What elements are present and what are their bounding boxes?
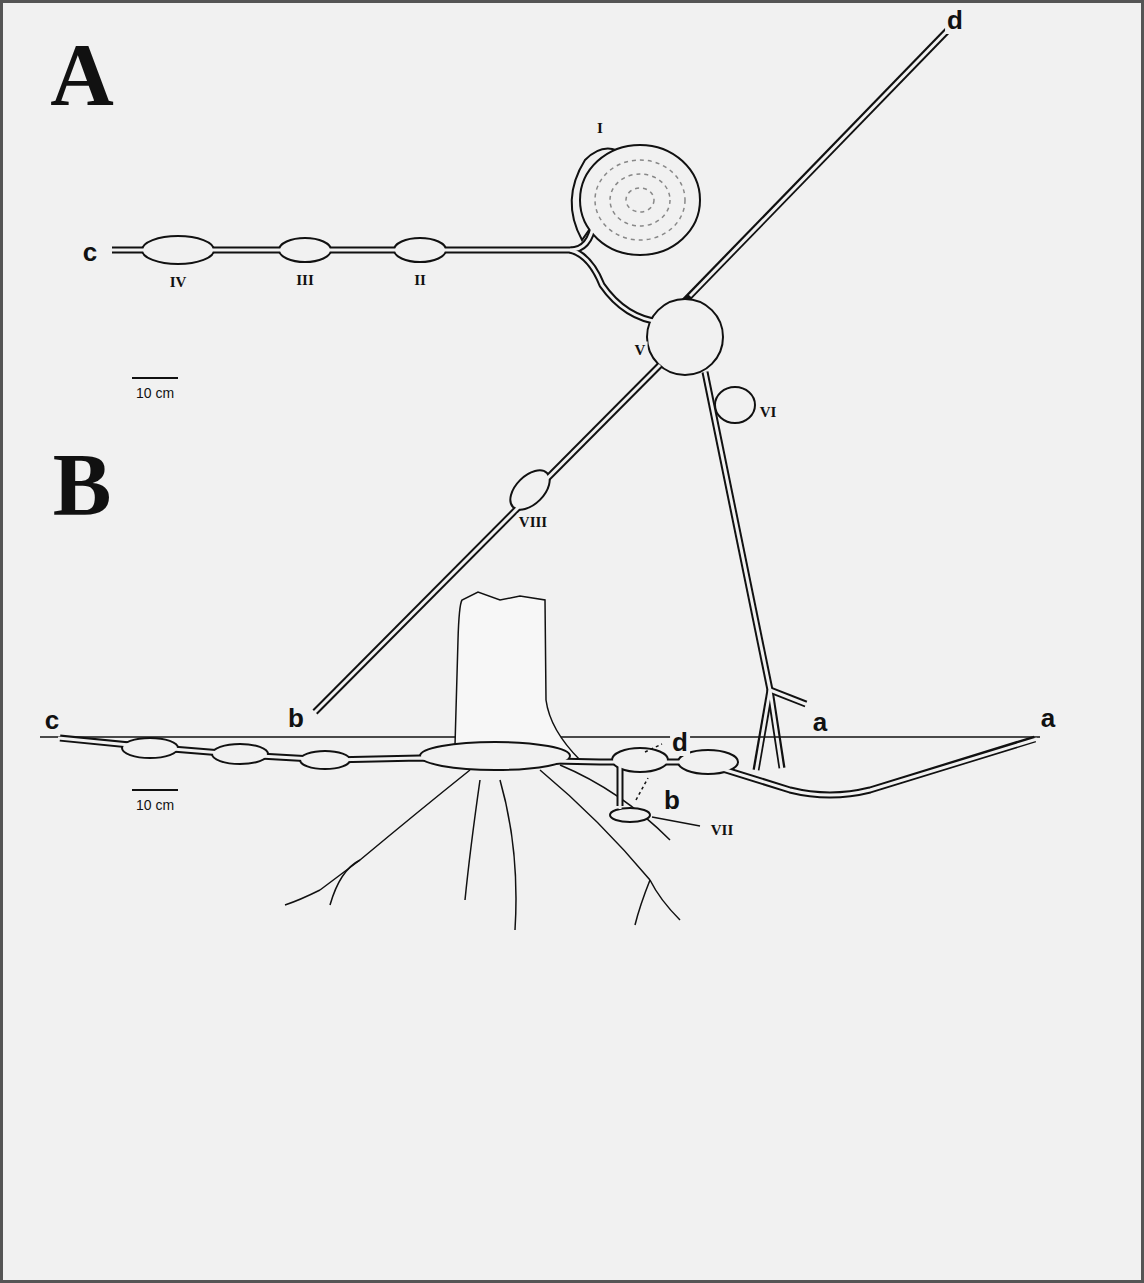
chamber-number: VII	[709, 822, 736, 839]
scale-label: 10 cm	[134, 797, 176, 813]
leader-line	[652, 817, 700, 826]
scale-bar	[132, 789, 178, 791]
chamber-number: I	[595, 120, 605, 137]
chamber-number: III	[294, 272, 316, 289]
opening-letter: a	[1039, 704, 1057, 732]
chambers-b	[122, 738, 738, 822]
tunnel-interiors-b	[58, 738, 1037, 809]
hidden-tunnels	[636, 744, 662, 800]
chamber-number: VI	[758, 404, 779, 421]
scale-bar	[132, 377, 178, 379]
opening-letter: c	[81, 238, 99, 266]
opening-letter: b	[286, 704, 306, 732]
tunnel-interiors	[110, 28, 950, 772]
opening-letter: b	[662, 786, 682, 814]
opening-letter: d	[945, 6, 965, 34]
nest-layers	[595, 160, 685, 240]
opening-letter: a	[811, 708, 829, 736]
chamber-number: IV	[168, 274, 189, 291]
scale-label: 10 cm	[134, 385, 176, 401]
chamber-number: II	[412, 272, 428, 289]
panel-letter: A	[48, 30, 116, 120]
panel-letter: B	[51, 440, 114, 530]
tunnel-walls-b	[60, 738, 1035, 806]
tree-trunk	[440, 592, 580, 765]
chamber-number: VIII	[517, 514, 549, 531]
chambers	[142, 145, 755, 517]
chamber-number: V	[633, 342, 648, 359]
tunnel-walls	[112, 30, 948, 770]
opening-letter: c	[43, 706, 61, 734]
opening-letter: d	[670, 728, 690, 756]
